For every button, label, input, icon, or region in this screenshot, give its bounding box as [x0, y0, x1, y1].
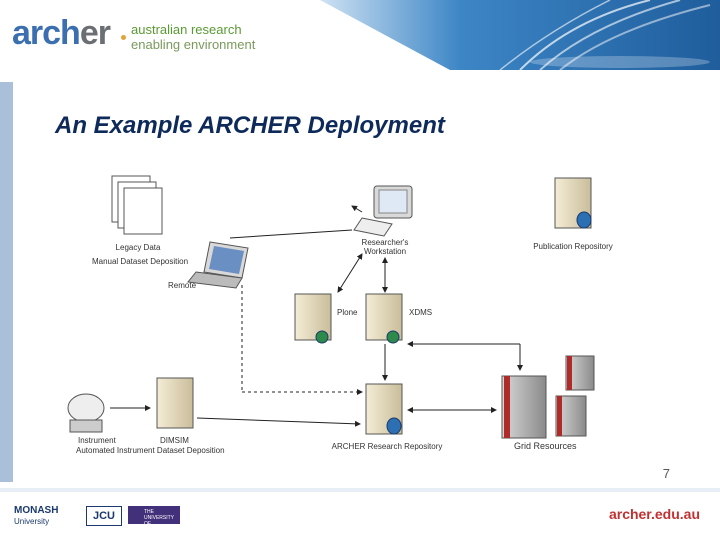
instrument-dish-icon [67, 393, 105, 433]
publication-server-icon [554, 177, 592, 229]
plone-server-icon [294, 293, 332, 344]
site-url: archer.edu.au [608, 506, 700, 522]
label-grid-resources: Grid Resources [514, 441, 577, 451]
monash-logo: MONASH University [14, 505, 58, 527]
label-manual-dataset-deposition: Manual Dataset Deposition [91, 257, 189, 266]
tagline-line-1: australian research [131, 22, 242, 37]
label-remote: Remote [168, 281, 197, 290]
uq-line-3: AUSTRALIA [144, 533, 172, 539]
grid-resources-icon [501, 355, 595, 439]
slide-footer [0, 492, 720, 540]
uq-line-2: OF QUEENSLAND [144, 521, 179, 533]
label-instrument: Instrument [78, 436, 116, 445]
deployment-diagram [67, 175, 595, 439]
logo-dot-icon [121, 35, 126, 40]
jcu-logo: JCU [86, 506, 122, 526]
left-accent-bar [0, 82, 13, 482]
label-researchers-workstation: Researcher's Workstation [361, 238, 409, 256]
slide-header: archer australian research enabling envi… [0, 0, 720, 70]
page-number: 7 [662, 466, 670, 481]
label-xdms: XDMS [409, 308, 433, 317]
logo-part-2: er [79, 14, 111, 52]
monash-name: MONASH [14, 505, 59, 516]
legacy-data-icon [111, 175, 163, 235]
header-water-graphic [320, 0, 720, 70]
label-automated-ingestion: Automated Instrument Dataset Deposition [76, 446, 225, 455]
slide-title: An Example ARCHER Deployment [55, 112, 445, 139]
footer-divider [0, 488, 720, 492]
logo-part-1: arch [12, 14, 81, 52]
dimsim-server-icon [156, 377, 194, 429]
label-publication-repository: Publication Repository [533, 242, 613, 251]
label-plone: Plone [337, 308, 358, 317]
label-archer-research-repository: ARCHER Research Repository [331, 442, 443, 451]
archer-repository-server-icon [365, 383, 403, 435]
logo-tagline: australian research enabling environment [131, 22, 255, 52]
label-legacy-data: Legacy Data [115, 243, 161, 252]
uq-line-1: THE UNIVERSITY [144, 509, 175, 521]
xdms-server-icon [365, 293, 403, 344]
monash-sub: University [14, 517, 50, 526]
laptop-icon [187, 241, 249, 289]
uq-logo: THE UNIVERSITY OF QUEENSLAND AUSTRALIA [128, 506, 180, 539]
workstation-icon [353, 185, 413, 237]
archer-logo: archer [12, 14, 111, 53]
label-dimsim: DIMSIM [160, 436, 189, 445]
tagline-line-2: enabling environment [131, 37, 256, 52]
